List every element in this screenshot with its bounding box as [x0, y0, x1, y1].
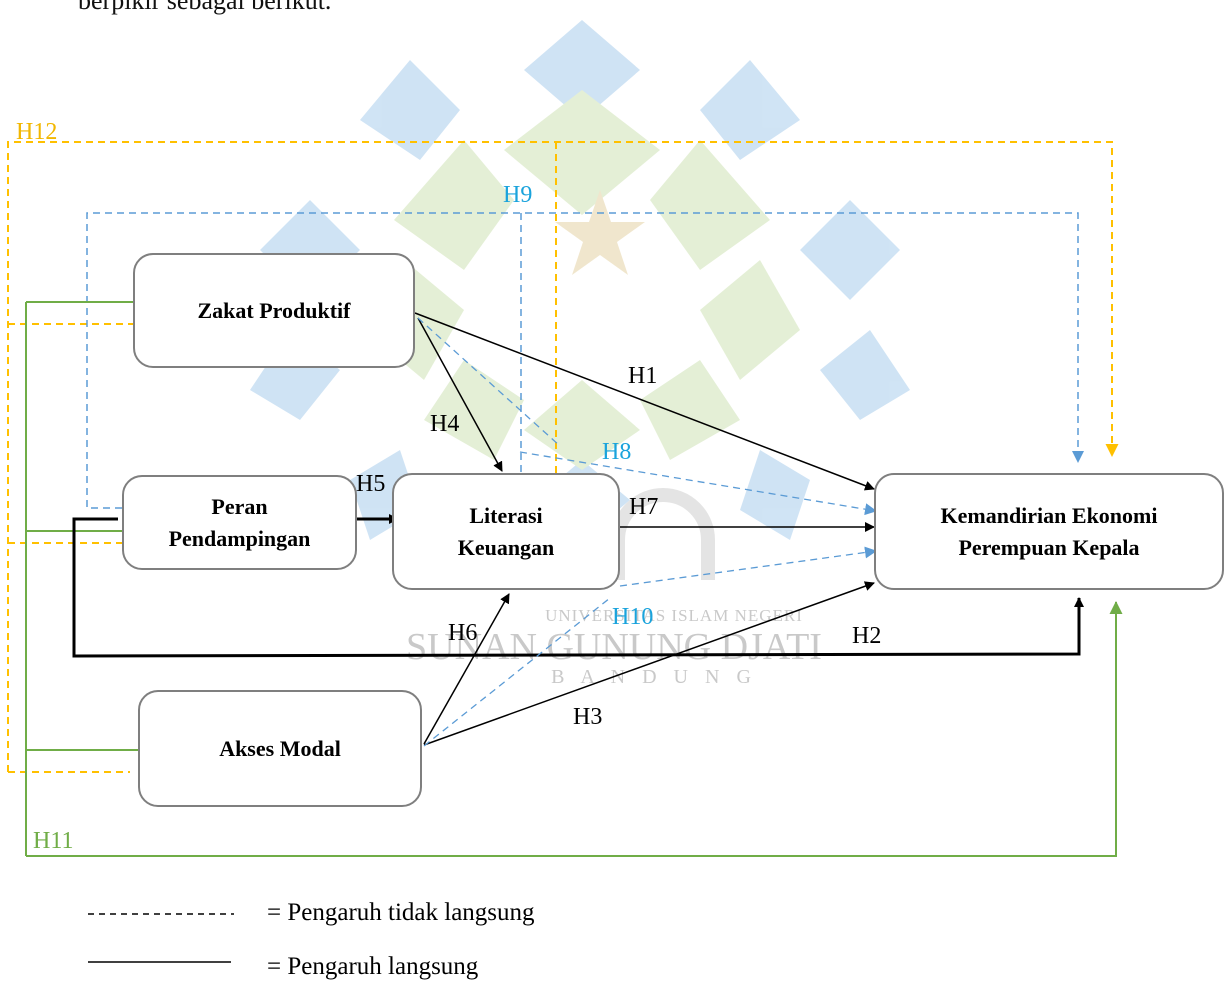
h10-akses-leg: [423, 597, 611, 747]
label-h9: H9: [503, 182, 533, 208]
watermark-line-2: SUNAN GUNUNG DJATI: [406, 626, 822, 668]
label-h8: H8: [602, 439, 632, 465]
label-h11: H11: [33, 828, 74, 854]
direct-paths: [357, 312, 875, 746]
label-h10: H10: [612, 604, 654, 630]
h3-arrow: [423, 581, 875, 746]
h8-arrow: [519, 451, 877, 516]
h12-indirect-path: [7, 141, 1119, 773]
label-h6: H6: [448, 620, 478, 646]
h10-arrow: [619, 546, 877, 587]
watermark-line-3: B A N D U N G: [551, 666, 757, 688]
intro-text: berpikir sebagai berikut.: [78, 0, 332, 15]
watermark-line-1: UNIVERSITAS ISLAM NEGERI: [545, 606, 803, 625]
label-h1: H1: [628, 363, 658, 389]
legend-direct-label: = Pengaruh langsung: [267, 953, 479, 980]
box-kemandirian-ekonomi: Kemandirian Ekonomi Perempuan Kepala: [874, 473, 1224, 590]
h4-arrow: [417, 317, 503, 472]
legend-indirect-label: = Pengaruh tidak langsung: [267, 899, 535, 926]
label-h4: H4: [430, 411, 460, 437]
h1-arrow: [414, 312, 875, 491]
label-h5: H5: [356, 471, 386, 497]
label-h12: H12: [16, 119, 58, 145]
h8-zakat-leg: [417, 317, 561, 447]
box-peran-pendampingan: Peran Pendampingan: [122, 475, 357, 570]
h6-arrow: [423, 593, 510, 745]
h11-indirect-path: [25, 301, 1123, 857]
box-akses-modal: Akses Modal: [138, 690, 422, 807]
box-literasi-keuangan: Literasi Keuangan: [392, 473, 620, 590]
label-h7: H7: [629, 494, 659, 520]
label-h3: H3: [573, 704, 603, 730]
indirect-blue-paths: [417, 317, 877, 747]
label-h2: H2: [852, 623, 882, 649]
h2-direct-path: [72, 517, 1084, 658]
box-zakat-produktif: Zakat Produktif: [133, 253, 415, 368]
h9-indirect-path: [86, 212, 1084, 509]
